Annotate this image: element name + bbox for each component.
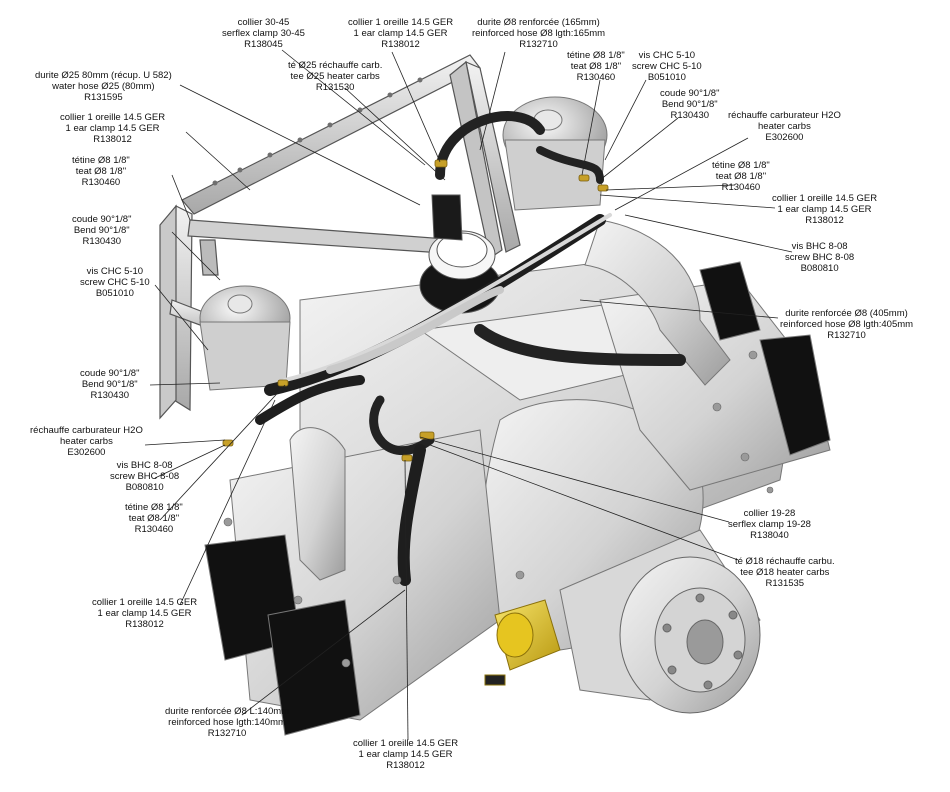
label-coude-left-upper: coude 90°1/8"Bend 90°1/8"R130430 bbox=[72, 214, 132, 247]
bolts bbox=[223, 350, 774, 668]
label-tetine-right-middle: tétine Ø8 1/8"teat Ø8 1/8"R130460 bbox=[712, 160, 770, 193]
carburetor-left bbox=[199, 285, 291, 391]
label-tetine-left-lower: tétine Ø8 1/8"teat Ø8 1/8"R130460 bbox=[125, 502, 183, 535]
label-durite-8-405: durite renforcée Ø8 (405mm)reinforced ho… bbox=[780, 308, 914, 341]
hose-clamps bbox=[222, 159, 609, 462]
label-coude-left-lower: coude 90°1/8"Bend 90°1/8"R130430 bbox=[80, 368, 140, 401]
label-durite-8-165: durite Ø8 renforcée (165mm)reinforced ho… bbox=[472, 17, 606, 50]
label-durite-25-80: durite Ø25 80mm (récup. U 582)water hose… bbox=[35, 70, 172, 103]
label-tetine-left-upper: tétine Ø8 1/8"teat Ø8 1/8"R130460 bbox=[72, 155, 130, 188]
frame-holes bbox=[212, 77, 423, 186]
intake-manifold-left bbox=[289, 427, 346, 581]
right-cylinder bbox=[599, 261, 831, 491]
intake-manifold-right bbox=[584, 219, 731, 386]
label-coude-right: coude 90°1/8"Bend 90°1/8"R130430 bbox=[660, 88, 720, 121]
propeller-hub bbox=[619, 556, 761, 714]
label-te-18-rechauffe: té Ø18 réchauffe carbu.tee Ø18 heater ca… bbox=[735, 556, 835, 589]
label-tetine-top-right: tétine Ø8 1/8"teat Ø8 1/8"R130460 bbox=[567, 50, 625, 83]
label-te-25-rechauffe: té Ø25 réchauffe carb.tee Ø25 heater car… bbox=[288, 60, 383, 93]
yellow-component bbox=[484, 599, 561, 686]
hoses bbox=[255, 111, 686, 586]
